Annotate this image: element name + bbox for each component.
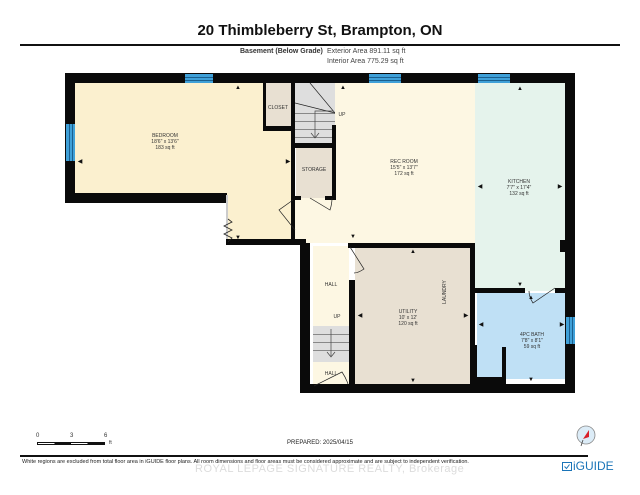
- door-swing-icon: [313, 371, 349, 387]
- window: [185, 74, 213, 83]
- wall: [555, 288, 567, 293]
- room-bedroom: [226, 195, 293, 240]
- stairs-up-label: UP: [338, 112, 346, 118]
- window: [369, 74, 401, 83]
- dimension-marker-icon: ▼: [410, 378, 416, 384]
- dimension-marker-icon: ▲: [235, 85, 241, 91]
- wall: [300, 243, 310, 393]
- wall: [65, 73, 575, 83]
- bifold-door-icon: [223, 218, 233, 243]
- wall: [565, 73, 575, 393]
- door-swing-icon: [278, 199, 296, 231]
- wall: [263, 83, 266, 128]
- dimension-marker-icon: ▶: [463, 313, 469, 319]
- door-swing-icon: [349, 246, 365, 274]
- footer-divider: [20, 455, 588, 457]
- wall: [226, 195, 228, 240]
- room-rec-room: [335, 83, 475, 243]
- room-label-hall-lower: HALL: [324, 371, 338, 377]
- room-hall: [313, 246, 349, 326]
- dimension-marker-icon: ▶: [559, 322, 565, 328]
- disclaimer: White regions are excluded from total fl…: [22, 459, 469, 465]
- room-closet: [265, 83, 291, 128]
- dimension-marker-icon: ▶: [557, 184, 563, 190]
- wall: [300, 384, 575, 393]
- room-label-closet: CLOSET: [267, 105, 289, 111]
- wall: [560, 240, 566, 252]
- stair-direction-icon: [326, 329, 336, 358]
- wall: [477, 377, 502, 385]
- window: [478, 74, 510, 83]
- room-rec-room: [293, 198, 343, 243]
- prepared-date: PREPARED: 2025/04/15: [287, 440, 353, 446]
- wall: [263, 126, 293, 131]
- window: [566, 317, 575, 344]
- wall: [291, 143, 335, 148]
- scale-tick: 6: [104, 433, 108, 439]
- dimension-marker-icon: ▲: [340, 85, 346, 91]
- compass-icon: [576, 425, 596, 447]
- wall: [325, 196, 336, 200]
- dimension-marker-icon: ◀: [77, 159, 83, 165]
- window: [66, 124, 75, 161]
- scale-tick: 3: [70, 433, 74, 439]
- door-swing-icon: [528, 287, 556, 304]
- room-4pc-bath: [477, 293, 567, 379]
- stairs-upper[interactable]: [295, 83, 335, 143]
- dimension-marker-icon: ▼: [528, 377, 534, 383]
- room-hall-lower: [313, 362, 349, 384]
- stairs-lower[interactable]: [313, 326, 349, 362]
- page-title: 20 Thimbleberry St, Brampton, ON: [197, 22, 443, 39]
- dimension-marker-icon: ◀: [478, 322, 484, 328]
- wall: [226, 239, 306, 245]
- dimension-marker-icon: ▼: [517, 282, 523, 288]
- dimension-marker-icon: ▶: [285, 159, 291, 165]
- stair-direction-icon: [295, 83, 335, 139]
- wall: [65, 193, 227, 203]
- wall: [291, 196, 301, 200]
- brand-name: iGUIDE: [573, 459, 614, 473]
- room-label-laundry: LAUNDRY: [442, 280, 448, 304]
- dimension-marker-icon: ▲: [410, 249, 416, 255]
- level-label: Basement (Below Grade): [240, 48, 323, 55]
- scale-unit: ft: [109, 440, 112, 446]
- room-kitchen: [475, 83, 565, 291]
- wall: [470, 243, 475, 386]
- door-swing-icon: [309, 197, 333, 211]
- wall: [348, 243, 475, 248]
- dimension-marker-icon: ◀: [477, 184, 483, 190]
- wall: [475, 288, 525, 293]
- header-divider: [20, 44, 620, 46]
- room-storage: [296, 148, 332, 198]
- interior-area: Interior Area 775.29 sq ft: [327, 58, 404, 65]
- dimension-marker-icon: ▼: [235, 235, 241, 241]
- wall: [349, 280, 355, 386]
- wall: [502, 347, 506, 385]
- dimension-marker-icon: ▲: [517, 86, 523, 92]
- watermark: ROYAL LEPAGE SIGNATURE REALTY, Brokerage: [195, 463, 465, 475]
- dimension-marker-icon: ▼: [350, 234, 356, 240]
- wall: [474, 345, 477, 385]
- room-label-storage: STORAGE: [301, 167, 327, 173]
- iguide-logo-icon: [562, 461, 572, 471]
- scale-bar: 0 3 6 ft: [36, 433, 116, 449]
- room-utility: [355, 248, 473, 386]
- exterior-area: Exterior Area 891.11 sq ft: [327, 48, 406, 55]
- wall: [291, 83, 295, 243]
- iguide-logo: iGUIDE: [562, 459, 614, 473]
- dimension-marker-icon: ◀: [357, 313, 363, 319]
- scale-tick: 0: [36, 433, 40, 439]
- dimension-marker-icon: ▲: [528, 295, 534, 301]
- wall: [332, 125, 336, 198]
- stairs-up-label: UP: [333, 314, 341, 320]
- room-bedroom: [75, 85, 295, 195]
- room-label-hall: HALL: [324, 282, 338, 288]
